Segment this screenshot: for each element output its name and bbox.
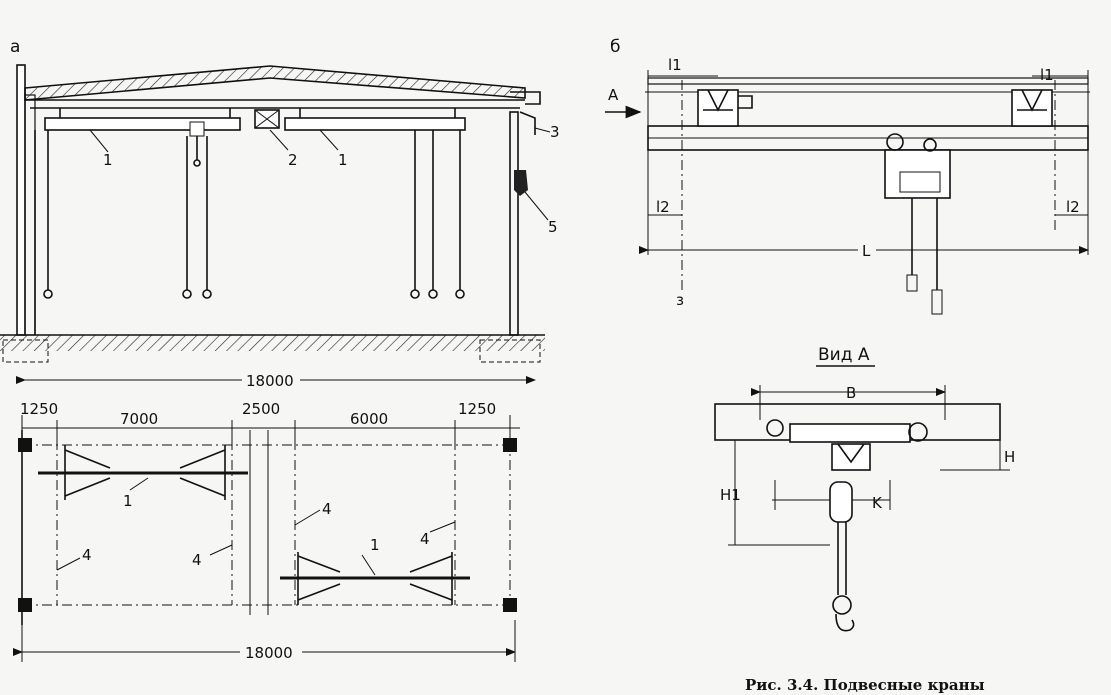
callout-col-c: 4: [322, 500, 332, 518]
crane-beam-right-section: [284, 108, 466, 131]
view-a-title: Вид А: [818, 345, 870, 365]
callout-beam-left: 1: [103, 151, 113, 169]
dim-B: B: [846, 384, 856, 402]
plan-crane-right: [280, 552, 470, 605]
dim-H1: H1: [720, 486, 741, 504]
callout-plan-crane-left: 1: [123, 492, 133, 510]
plan-crane-left: [38, 445, 248, 500]
axis-mark: з: [676, 291, 684, 309]
figure-caption: Рис. 3.4. Подвесные краны: [745, 676, 985, 694]
hoist-box: [254, 109, 280, 129]
plan-total-dimension: [13, 620, 516, 662]
crane-beam-left-section: [44, 108, 241, 131]
callout-col-b: 4: [192, 551, 202, 569]
callout-bracket: 5: [548, 218, 558, 236]
dim-l1-left: l1: [668, 56, 682, 74]
crane-elevation: [639, 70, 1090, 315]
dim-span-left: 7000: [120, 410, 158, 428]
hanging-pendants: [34, 121, 465, 335]
dim-edge-left: 1250: [20, 400, 58, 418]
callout-beam-right: 1: [338, 151, 348, 169]
plan-grid: [18, 430, 517, 625]
dim-l2-left: l2: [656, 198, 670, 216]
view-a-drawing: [714, 385, 1010, 632]
dim-span-right: 6000: [350, 410, 388, 428]
building-section: [0, 64, 545, 363]
callout-col-d: 4: [420, 530, 430, 548]
dim-H: H: [1004, 448, 1015, 466]
dim-plan-total: 18000: [245, 644, 293, 662]
dim-middle: 2500: [242, 400, 280, 418]
callout-crane-rail: 3: [550, 123, 560, 141]
callout-col-a: 4: [82, 546, 92, 564]
panel-b-letter: б: [610, 37, 620, 57]
dim-edge-right: 1250: [458, 400, 496, 418]
dim-K: K: [872, 494, 883, 512]
dim-section-span: 18000: [246, 372, 294, 390]
panel-a-letter: а: [10, 37, 20, 57]
arrow-label-a: А: [608, 86, 619, 104]
dim-l1-right: l1: [1040, 66, 1054, 84]
dim-l2-right: l2: [1066, 198, 1080, 216]
callout-hoist: 2: [288, 151, 298, 169]
dim-span-L: L: [862, 242, 871, 260]
plan-dimension-row: [21, 415, 520, 440]
section-span-dimension: [16, 370, 536, 388]
callout-plan-crane-right: 1: [370, 536, 380, 554]
